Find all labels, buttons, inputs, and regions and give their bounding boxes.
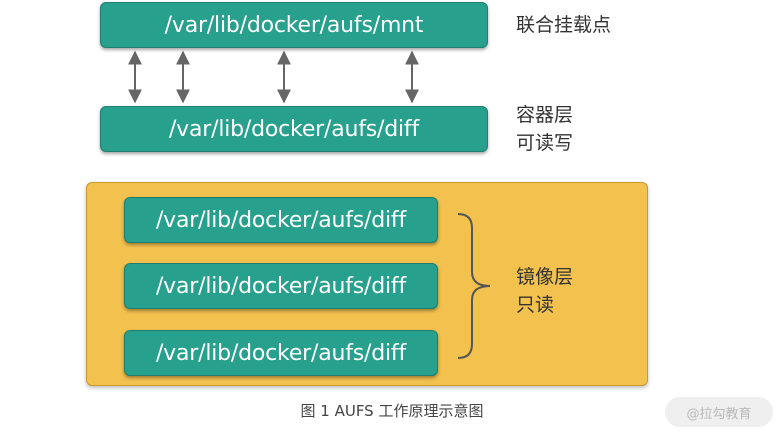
figure-caption: 图 1 AUFS 工作原理示意图 bbox=[300, 402, 484, 420]
watermark: @拉勾教育 bbox=[665, 397, 773, 427]
container-layer-label-line1: 容器层 bbox=[516, 104, 574, 126]
image-layer-box: /var/lib/docker/aufs/diff bbox=[124, 330, 438, 376]
image-layer-path: /var/lib/docker/aufs/diff bbox=[155, 340, 407, 366]
brace-icon bbox=[457, 213, 491, 359]
image-layer-box: /var/lib/docker/aufs/diff bbox=[124, 263, 438, 309]
container-layer-label-line2: 可读写 bbox=[516, 132, 574, 154]
mount-point-box: /var/lib/docker/aufs/mnt bbox=[100, 2, 488, 48]
image-layer-box: /var/lib/docker/aufs/diff bbox=[124, 197, 438, 243]
image-layer-path: /var/lib/docker/aufs/diff bbox=[155, 273, 407, 299]
container-layer-label: 容器层 可读写 bbox=[516, 101, 573, 157]
container-layer-path: /var/lib/docker/aufs/diff bbox=[168, 116, 420, 142]
image-layers-label-line1: 镜像层 bbox=[516, 266, 574, 288]
container-layer-box: /var/lib/docker/aufs/diff bbox=[100, 106, 488, 152]
image-layer-path: /var/lib/docker/aufs/diff bbox=[155, 207, 407, 233]
image-layers-label-line2: 只读 bbox=[516, 294, 555, 316]
image-layers-label: 镜像层 只读 bbox=[516, 263, 573, 319]
mount-point-path: /var/lib/docker/aufs/mnt bbox=[164, 12, 424, 38]
mount-point-label: 联合挂载点 bbox=[516, 14, 612, 36]
